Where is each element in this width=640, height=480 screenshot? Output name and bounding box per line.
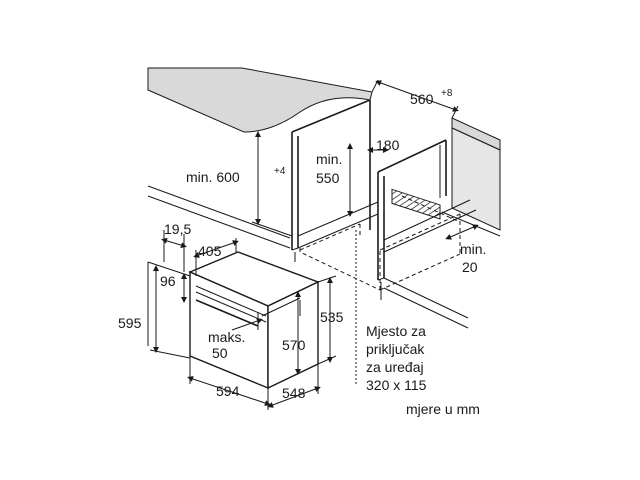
label-570: 570	[282, 337, 306, 353]
label-min-20-line2: 20	[462, 259, 478, 275]
connection-note-line2: priključak	[366, 341, 425, 357]
label-560-sup: +8	[441, 88, 453, 99]
dimension-lines	[147, 79, 479, 410]
label-maks-line1: maks.	[208, 329, 245, 345]
label-535: 535	[320, 309, 344, 325]
connection-note: Mjesto za priključak za uređaj 320 x 115	[366, 323, 427, 393]
label-min-20-line1: min.	[460, 241, 486, 257]
side-wall	[451, 127, 501, 231]
label-180: 180	[376, 137, 400, 153]
connection-note-line1: Mjesto za	[366, 323, 426, 339]
label-19-5: 19,5	[164, 221, 191, 237]
niche-hidden-lines	[299, 195, 461, 291]
label-560: 560	[410, 91, 434, 107]
label-594: 594	[216, 383, 240, 399]
floor-lines	[147, 185, 501, 329]
connection-note-line4: 320 x 115	[366, 377, 427, 393]
dimension-labels: 560 +8 min. 600 +4 min. 550 180 min. 20 …	[118, 88, 486, 401]
units-note: mjere u mm	[406, 401, 480, 417]
countertop	[147, 67, 501, 151]
label-maks-line2: 50	[212, 345, 228, 361]
label-min-550-line2: 550	[316, 170, 340, 186]
label-595: 595	[118, 315, 142, 331]
label-548: 548	[282, 385, 306, 401]
label-405: 405	[198, 243, 222, 259]
label-96: 96	[160, 273, 176, 289]
label-min-550-line1: min.	[316, 151, 342, 167]
cabinet-niche	[291, 99, 477, 300]
oven	[188, 251, 320, 390]
connection-note-line3: za uređaj	[366, 359, 424, 375]
label-min-600: min. 600	[186, 169, 240, 185]
label-min-600-sup: +4	[274, 166, 286, 177]
